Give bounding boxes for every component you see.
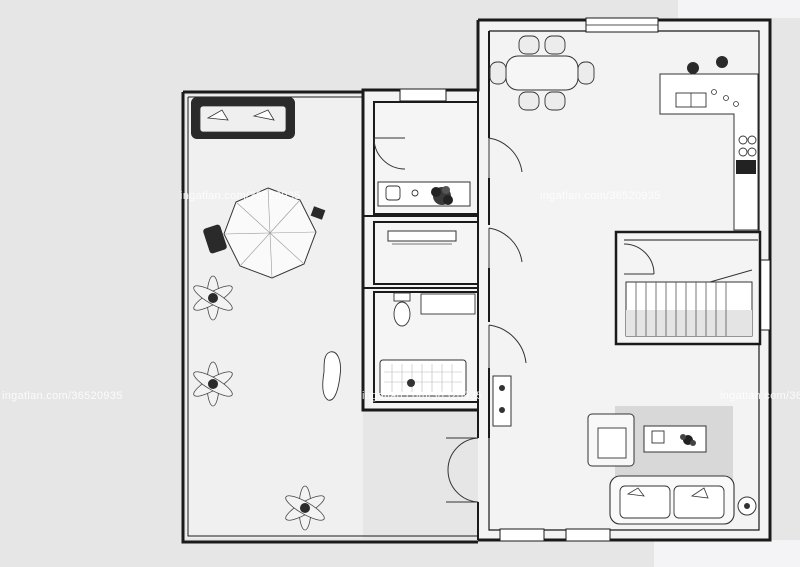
watermark-text: ingatlan.com/36520935 [362,390,483,402]
plant-icon [193,361,233,407]
console-deco-icon [499,385,505,391]
window-bottom-2 [565,528,611,542]
stair-hall [614,230,762,346]
sofa-icon [609,475,735,525]
dining-set [489,35,595,111]
watermarks: ingatlan.com/36520935 ingatlan.com/36520… [2,190,800,402]
toilet-icon [393,292,411,327]
tap-icon [411,189,419,197]
plant-icon [431,186,453,205]
door-terrace-1 [446,437,479,471]
terrace-furniture [191,97,341,531]
stool-icon [687,62,699,74]
console-deco-icon [499,407,505,413]
plant-icon [193,275,233,321]
outer-wall-inner [488,30,760,531]
chair-icon [489,61,507,85]
storage-shelf [387,230,457,242]
service-rooms [364,101,479,411]
kitchen-counter [659,73,759,231]
parasol-icon [203,187,326,279]
stool-icon [716,56,728,68]
dining-table [505,55,579,91]
decor-box [651,430,665,444]
terrace-wall [181,90,478,544]
sink-icon [385,185,401,201]
door-storage-corridor [488,227,523,268]
side-table-icon [737,496,757,516]
window-terrace-top [399,88,447,102]
chair-icon [544,91,566,111]
bottom-right-strip [654,540,800,567]
window-bottom-1 [499,528,545,542]
plant-icon [285,485,325,531]
watermark-text: ingatlan.com/36520935 [540,190,661,202]
living-area [587,406,757,525]
door-utility [373,137,406,170]
stair-treads [635,282,727,336]
stair-landing [709,269,753,283]
coffee-table [643,425,707,453]
outdoor-sofa-icon [191,97,295,139]
bar-stools [687,56,728,74]
table-deco-icon [680,434,696,446]
armchair-icon [587,413,635,467]
watermark-text: ingatlan.com/36520935 [180,190,301,202]
chair-icon [577,61,595,85]
counter-deco [711,89,739,107]
corridor-doors [446,137,527,503]
corridor-console [492,375,512,427]
oven-icon [736,160,756,174]
bath-vanity [420,293,476,315]
watermark-text: ingatlan.com/36520935 [720,390,800,402]
chair-icon [544,35,566,55]
right-border-strip [678,0,800,18]
bathtub-icon [379,359,467,397]
dog-bed-icon [322,351,341,401]
door-terrace-2 [446,469,479,503]
kitchen [659,56,759,231]
watermark-text: ingatlan.com/36520935 [2,390,123,402]
cooktop-icon [738,135,757,157]
chair-icon [518,91,540,111]
door-utility-corridor [488,137,523,178]
bathtub-tiles [384,364,462,392]
bath-drain-icon [407,379,415,387]
chair-icon [518,35,540,55]
door-bath-corridor [488,324,527,368]
door-stair-hall [623,243,655,275]
stair-shade [626,310,752,336]
